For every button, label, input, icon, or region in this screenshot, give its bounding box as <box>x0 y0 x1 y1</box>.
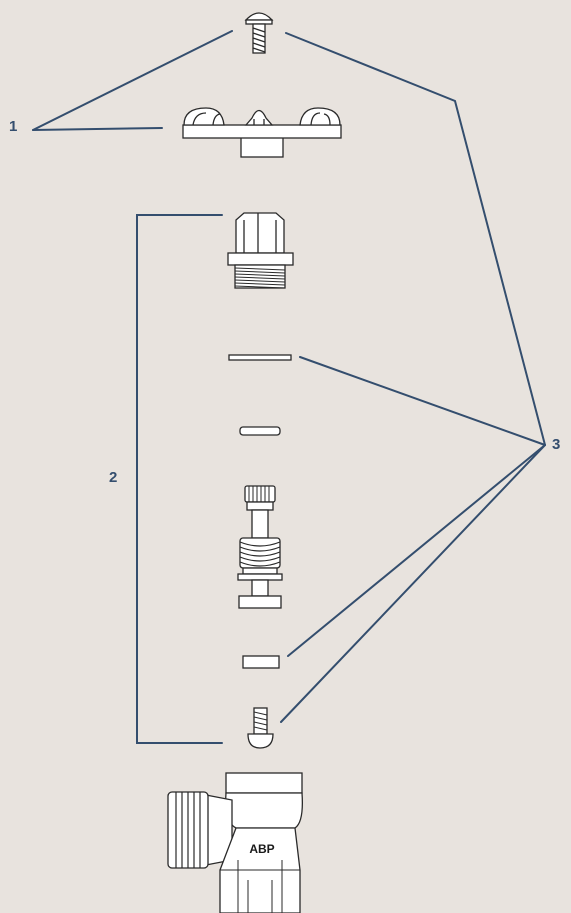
leader-3-to-screw <box>285 32 546 446</box>
callout-2-label: 2 <box>109 469 118 486</box>
leader-3-to-bottom-screw <box>280 444 546 723</box>
callout-1-label: 1 <box>9 118 18 135</box>
leader-1-to-screw <box>32 30 233 131</box>
bonnet-nut <box>227 212 294 289</box>
leader-3-to-washer-top <box>299 356 546 446</box>
washer-bottom <box>242 655 280 669</box>
bracket-2 <box>136 214 223 744</box>
valve-body: ABP <box>167 772 303 913</box>
leader-lines <box>32 30 546 744</box>
callout-3-label: 3 <box>552 436 561 453</box>
valve-body-marking: ABP <box>249 842 274 856</box>
valve-stem <box>237 485 283 609</box>
o-ring <box>239 426 281 436</box>
top-screw <box>244 12 274 54</box>
leader-3-to-washer-bottom <box>287 444 546 657</box>
leader-1-to-handle <box>32 127 163 131</box>
bottom-screw <box>247 707 274 749</box>
handle-knob <box>182 107 342 158</box>
washer-top <box>228 354 292 361</box>
